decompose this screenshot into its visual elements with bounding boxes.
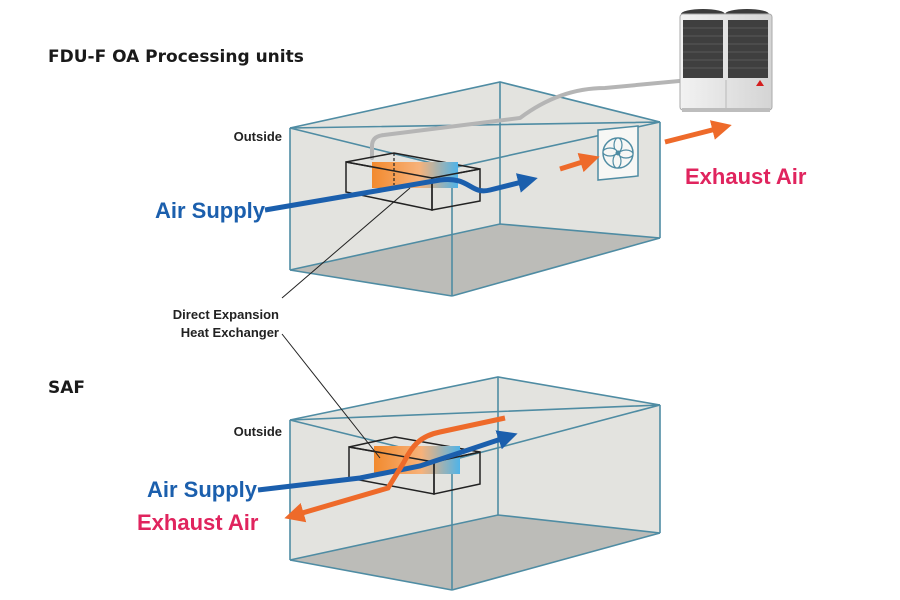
top-exhaust-arrow-inner bbox=[559, 153, 600, 173]
top-exhaust-arrow-outer bbox=[664, 120, 732, 145]
heat-exchanger-label-line1: Direct Expansion bbox=[173, 307, 279, 322]
bottom-room-floor bbox=[290, 515, 660, 590]
bottom-outside-label: Outside bbox=[234, 424, 282, 439]
top-exhaust-air-label: Exhaust Air bbox=[685, 164, 807, 189]
top-diagram-title: FDU-F OA Processing units bbox=[48, 47, 304, 67]
bottom-air-supply-arrow bbox=[257, 430, 518, 493]
bottom-diagram-title: SAF bbox=[48, 378, 85, 398]
heat-exchanger-label-line2: Heat Exchanger bbox=[181, 325, 279, 340]
exhaust-fan-icon bbox=[597, 125, 639, 181]
top-outside-label: Outside bbox=[234, 129, 282, 144]
bottom-air-supply-label: Air Supply bbox=[147, 477, 258, 502]
top-air-supply-label: Air Supply bbox=[155, 198, 266, 223]
callout-leader-top bbox=[281, 187, 411, 299]
heat-exchanger-callout: Direct Expansion Heat Exchanger bbox=[173, 187, 411, 459]
refrigerant-pipe bbox=[370, 78, 692, 160]
callout-leader-bottom bbox=[281, 333, 381, 459]
bottom-room bbox=[289, 376, 661, 591]
top-room-floor bbox=[290, 224, 660, 296]
bottom-exhaust-arrow bbox=[284, 415, 506, 523]
top-air-supply-arrow bbox=[264, 173, 538, 213]
bottom-exhaust-air-label: Exhaust Air bbox=[137, 510, 259, 535]
outdoor-unit-icon bbox=[679, 9, 773, 112]
